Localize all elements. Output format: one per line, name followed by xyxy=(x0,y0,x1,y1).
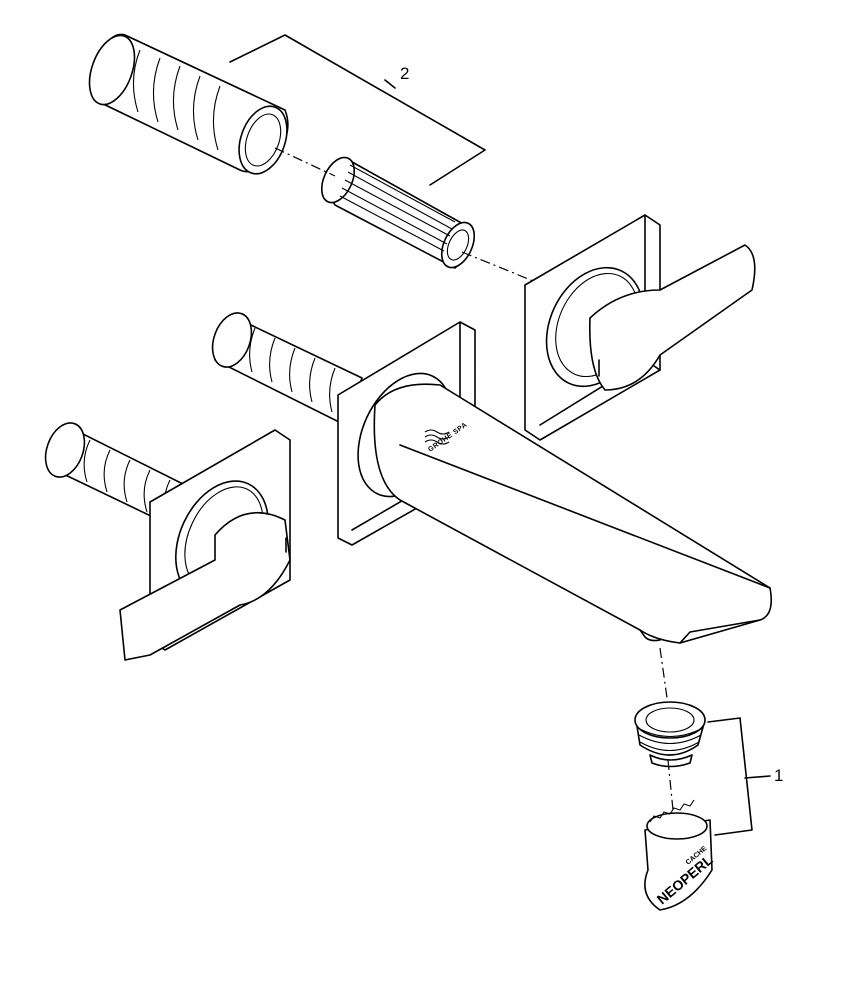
aerator xyxy=(634,701,706,768)
callout-2: 2 xyxy=(229,34,486,186)
right-handle-assembly xyxy=(524,214,756,441)
extension-sleeve xyxy=(88,33,289,175)
spout-assembly: GROHE SPA xyxy=(337,321,773,644)
callout-2-number: 2 xyxy=(400,64,409,83)
brand-wave-icon xyxy=(424,429,450,445)
spline-extension xyxy=(320,156,476,269)
callout-1-number: 1 xyxy=(774,766,783,785)
spout-sleeve xyxy=(211,312,363,426)
callout-1: 1 xyxy=(707,717,783,836)
aerator-key: NEOPERL CACHE xyxy=(644,799,716,911)
left-handle-assembly xyxy=(44,422,291,661)
